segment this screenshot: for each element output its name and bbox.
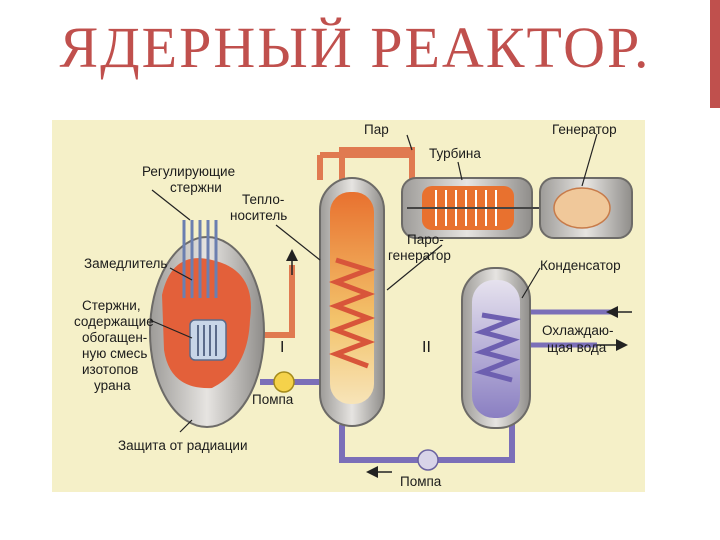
label-coolant-2: носитель: [230, 208, 287, 223]
label-cooling-water-2: щая вода: [547, 340, 607, 355]
label-pump-1: Помпа: [252, 392, 294, 407]
label-steam-generator-2: генератор: [388, 248, 451, 263]
steam-pipe: [339, 147, 415, 180]
label-fuel-rods-6: урана: [94, 378, 131, 393]
leader-lines: [149, 133, 598, 433]
label-control-rods-1: Регулирующие: [142, 164, 235, 179]
label-cooling-water-1: Охлаждаю-: [542, 323, 614, 338]
slide-title: ЯДЕРНЫЙ РЕАКТОР.: [59, 15, 651, 80]
label-moderator: Замедлитель: [84, 256, 167, 271]
reactor-diagram: Пар Турбина Генератор Регулирующие стерж…: [52, 120, 645, 492]
fuel-assembly: [189, 319, 227, 361]
cooling-water-lines: [522, 309, 612, 348]
label-circuit-1: I: [280, 339, 284, 356]
condenser-coil: [474, 312, 522, 383]
label-turbine: Турбина: [429, 146, 481, 161]
turbine: [401, 177, 542, 239]
generator: [539, 177, 633, 239]
pump-secondary: [417, 449, 439, 471]
label-pump-2: Помпа: [400, 474, 442, 489]
label-control-rods-2: стержни: [170, 180, 222, 195]
accent-bar: [710, 0, 720, 108]
label-steam: Пар: [364, 122, 389, 137]
label-coolant-1: Тепло-: [242, 192, 284, 207]
condenser: [461, 267, 531, 429]
label-condenser: Конденсатор: [540, 258, 621, 273]
label-generator: Генератор: [552, 122, 617, 137]
steam-generator: [319, 177, 385, 427]
label-fuel-rods-4: ную смесь: [82, 346, 147, 361]
pump-primary: [273, 371, 295, 393]
label-fuel-rods-3: обогащен-: [82, 330, 147, 345]
label-circuit-2: II: [422, 339, 431, 356]
label-fuel-rods-1: Стержни,: [82, 298, 141, 313]
label-fuel-rods-2: содержащие: [74, 314, 154, 329]
label-steam-generator-1: Паро-: [407, 232, 444, 247]
steam-generator-coil: [328, 257, 376, 369]
fuel-rods: [197, 325, 217, 356]
flow-arrows: [286, 249, 632, 478]
control-rods: [182, 220, 218, 298]
label-fuel-rods-5: изотопов: [82, 362, 138, 377]
label-shielding: Защита от радиации: [118, 438, 248, 453]
